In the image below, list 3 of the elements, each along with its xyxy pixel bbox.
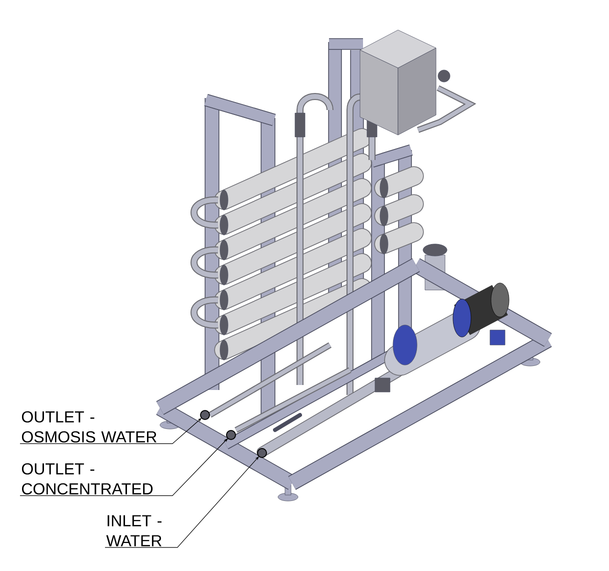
callout-label: OUTLET - CONCENTRATED bbox=[22, 463, 153, 495]
callout-label: OUTLET - OSMOSIS WATER bbox=[22, 411, 156, 443]
callout-label: INLET - WATER bbox=[106, 515, 162, 546]
